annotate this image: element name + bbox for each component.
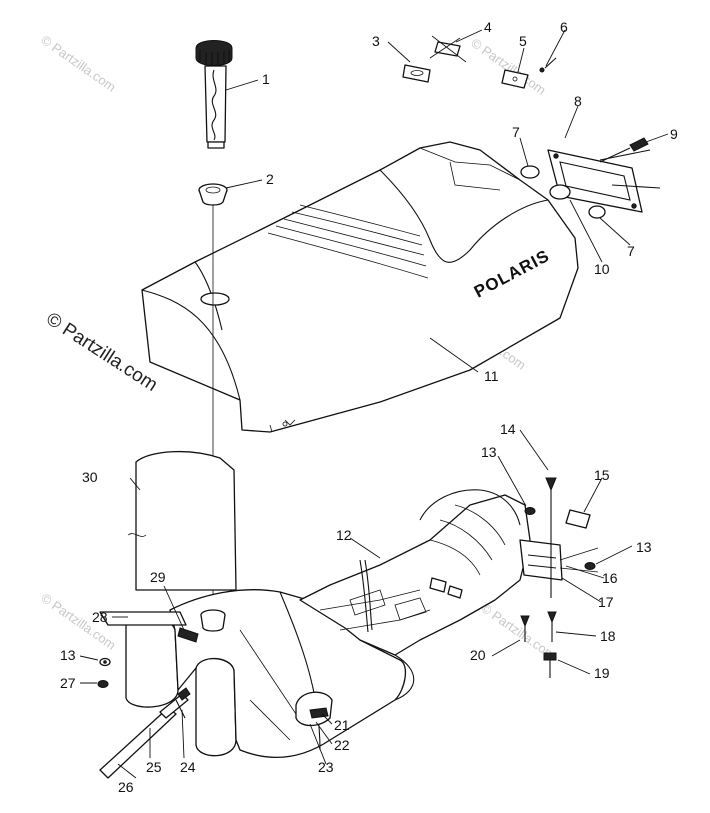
seat-fill-hole [200,292,230,306]
callout-5: 5 [519,33,527,49]
callout-13b: 13 [636,539,652,555]
fuel-tank [99,450,407,759]
callout-14: 14 [500,421,516,437]
callout-numbers: 1 2 3 4 5 6 7 8 9 7 10 11 30 12 14 15 13… [60,19,678,795]
seat-assembly: POLARIS [141,141,579,433]
callout-6: 6 [560,19,568,35]
callout-17: 17 [598,594,614,610]
clips-3-4-5-6 [402,35,557,89]
callout-12: 12 [336,527,352,543]
watermark-main: © Partzilla.com [42,309,161,396]
callout-13c: 13 [60,647,76,663]
fuel-filler-neck [195,40,233,149]
callout-20: 20 [470,647,486,663]
callout-29: 29 [150,569,166,585]
callout-13a: 13 [481,444,497,460]
washers-13-27 [97,657,111,688]
fuel-line [99,687,191,779]
callout-26: 26 [118,779,134,795]
filler-grommet-2 [198,183,228,206]
callout-1: 1 [262,71,270,87]
watermark-top-right: © Partzilla.com [468,35,548,98]
latch-assembly [519,477,599,598]
callout-8: 8 [574,93,582,109]
callout-21: 21 [334,717,350,733]
rear-bracket [547,149,661,213]
callout-2: 2 [266,171,274,187]
callout-10: 10 [594,261,610,277]
seat-cover [141,141,579,433]
callout-7b: 7 [627,243,635,259]
callout-9: 9 [670,126,678,142]
callout-28: 28 [92,609,108,625]
callout-27: 27 [60,675,76,691]
bolts-18-19-20 [520,611,557,678]
bushings-7-10 [520,165,606,219]
callout-15: 15 [594,467,610,483]
callout-23: 23 [318,759,334,775]
watermark-top-left: © Partzilla.com [38,32,118,95]
callout-24: 24 [180,759,196,775]
callout-4: 4 [484,19,492,35]
callout-22: 22 [334,737,350,753]
callout-25: 25 [146,759,162,775]
seat-bolt-9 [599,137,649,163]
callout-7a: 7 [512,124,520,140]
callout-19: 19 [594,665,610,681]
callout-16: 16 [602,570,618,586]
callout-18: 18 [600,628,616,644]
callout-3: 3 [372,33,380,49]
callout-11: 11 [484,368,499,384]
leader-lines [79,29,669,779]
callout-30: 30 [82,469,98,485]
